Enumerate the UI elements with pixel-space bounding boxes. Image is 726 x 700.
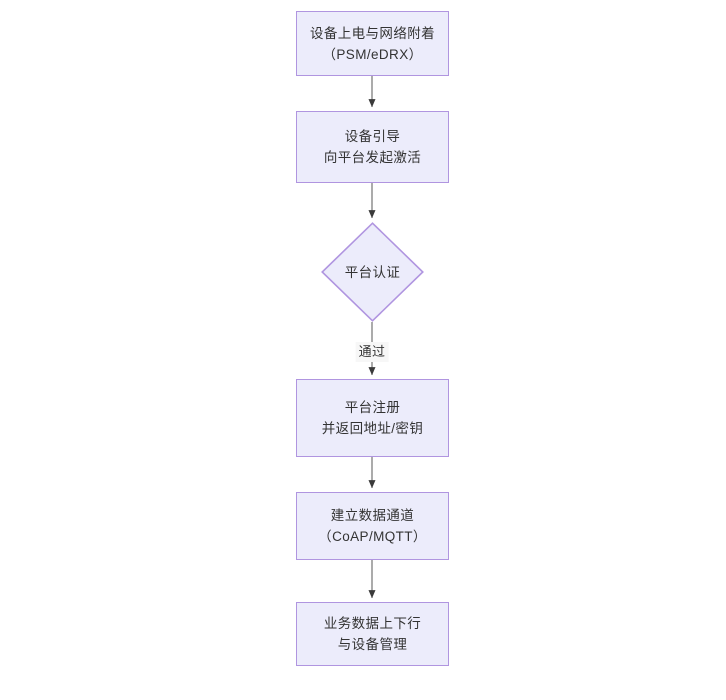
flow-node-label-line: 平台认证 bbox=[344, 264, 401, 280]
flow-node-label-line: 与设备管理 bbox=[337, 637, 408, 652]
flow-node-business-data-and-device-management[interactable]: 业务数据上下行 与设备管理 bbox=[296, 602, 449, 666]
flow-node-platform-registration[interactable]: 平台注册 并返回地址/密钥 bbox=[296, 379, 449, 457]
flow-node-label-line: 设备引导 bbox=[344, 129, 401, 144]
flow-node-label-line: 向平台发起激活 bbox=[323, 150, 422, 165]
flow-node-device-bootstrap[interactable]: 设备引导 向平台发起激活 bbox=[296, 111, 449, 183]
flow-node-label-line: 业务数据上下行 bbox=[323, 616, 422, 631]
flow-node-label-line: 并返回地址/密钥 bbox=[321, 421, 424, 436]
diamond-shape-icon bbox=[321, 222, 424, 322]
flow-node-label-line: 设备上电与网络附着 bbox=[309, 25, 436, 41]
flow-node-label-line: （CoAP/MQTT） bbox=[318, 529, 427, 544]
edge-label-pass: 通过 bbox=[355, 342, 389, 362]
flow-node-label-line: （PSM/eDRX） bbox=[322, 46, 423, 62]
flow-node-device-power-on[interactable]: 设备上电与网络附着 （PSM/eDRX） bbox=[296, 11, 449, 76]
flow-node-platform-authentication[interactable]: 平台认证 bbox=[321, 222, 424, 322]
flow-node-label-line: 平台注册 bbox=[344, 400, 401, 415]
flow-node-establish-data-channel[interactable]: 建立数据通道 （CoAP/MQTT） bbox=[296, 492, 449, 560]
flow-node-label-line: 建立数据通道 bbox=[330, 508, 415, 523]
